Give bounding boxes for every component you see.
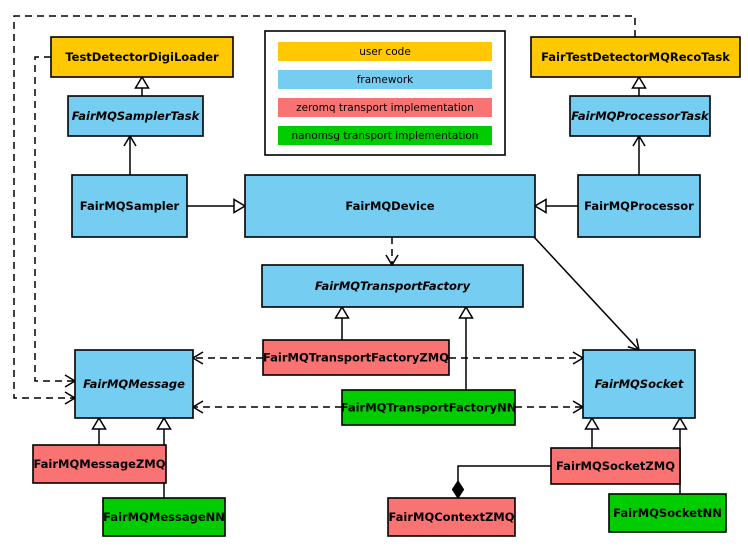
edge-line [533,236,639,350]
legend-label: user code [359,46,411,58]
node-layer: TestDetectorDigiLoader FairTestDetectorMQ… [32,36,741,537]
edge-line [13,15,636,399]
class-name-label: FairMQTransportFactory [315,279,471,293]
class-box[interactable] [67,95,204,137]
class-box[interactable] [550,447,681,485]
class-box[interactable] [341,389,516,426]
legend-swatch [278,42,492,61]
edge-socketzmq-contextzmq [451,465,551,500]
class-node-FairMQContextZMQ[interactable]: FairMQContextZMQ [387,497,516,537]
generalization-arrowhead-icon [672,416,688,430]
edge-digiloader-samplertask [134,75,150,96]
class-name-label: FairMQContextZMQ [388,510,514,524]
generalization-arrowhead-icon [233,198,247,214]
edge-factorynn-message [191,400,342,414]
generalization-arrowhead-icon [533,198,547,214]
legend-item-2: zeromq transport implementation [278,98,492,117]
class-box[interactable] [582,349,696,419]
class-node-FairMQProcessorTask[interactable]: FairMQProcessorTask [569,95,711,137]
class-box[interactable] [569,95,711,137]
class-box[interactable] [261,264,524,308]
class-name-label: FairMQMessageZMQ [33,457,165,471]
generalization-arrowhead-icon [631,75,647,89]
class-name-label: FairMQSocket [595,377,684,391]
edge-sampler-device [187,198,247,214]
class-name-label: FairMQDevice [345,199,434,213]
class-name-label: FairMQMessage [83,377,185,391]
edge-socketzmq-socket [584,416,600,448]
composition-diamond-icon [451,479,465,500]
class-name-label: FairMQSamplerTask [72,109,201,123]
class-name-label: TestDetectorDigiLoader [65,50,219,64]
class-box[interactable] [102,497,226,537]
class-name-label: FairMQTransportFactoryZMQ [263,351,449,365]
class-box[interactable] [608,493,727,533]
edge-processor-device [533,198,578,214]
class-name-label: FairMQProcessorTask [571,109,710,123]
edge-factorynn-transportfactory [458,305,474,390]
legend-swatch [278,70,492,89]
edge-factoryzmq-transportfactory [334,305,350,340]
class-box[interactable] [577,174,701,238]
class-name-label: FairMQMessageNN [103,510,225,524]
class-name-label: FairMQSocketZMQ [556,459,675,473]
class-node-FairMQMessage[interactable]: FairMQMessage [74,349,194,419]
class-name-label: FairMQTransportFactoryNN [341,401,517,415]
legend-item-1: framework [278,70,492,89]
class-node-FairMQSampler[interactable]: FairMQSampler [71,174,188,238]
class-node-TestDetectorDigiLoader[interactable]: TestDetectorDigiLoader [50,36,234,78]
edge-factorynn-socket [515,400,585,414]
class-node-FairMQSocketNN[interactable]: FairMQSocketNN [608,493,727,533]
class-box[interactable] [50,36,234,78]
class-node-FairMQMessageNN[interactable]: FairMQMessageNN [102,497,226,537]
legend-swatch [278,98,492,117]
legend-item-0: user code [278,42,492,61]
generalization-arrowhead-icon [584,416,600,430]
edge-device-socket [533,236,640,352]
edge-line [457,465,551,481]
class-node-FairMQProcessor[interactable]: FairMQProcessor [577,174,701,238]
class-name-label: FairMQSampler [80,199,180,213]
edge-device-transportfactory [385,237,399,267]
class-box[interactable] [387,497,516,537]
generalization-arrowhead-icon [458,305,474,319]
generalization-arrowhead-icon [134,75,150,89]
class-box[interactable] [530,36,741,78]
class-name-label: FairMQProcessor [584,199,694,213]
legend-item-3: nanomsg transport implementation [278,126,492,145]
class-node-FairMQSocketZMQ[interactable]: FairMQSocketZMQ [550,447,681,485]
class-box[interactable] [71,174,188,238]
legend-label: zeromq transport implementation [296,102,474,114]
class-box[interactable] [74,349,194,419]
class-name-label: FairTestDetectorMQRecoTask [541,50,730,64]
edge-factoryzmq-message [191,351,263,365]
class-node-FairMQSamplerTask[interactable]: FairMQSamplerTask [67,95,204,137]
edge-sampler-samplertask [123,134,137,175]
edge-factoryzmq-socket [449,351,585,365]
class-node-FairTestDetectorMQRecoTask[interactable]: FairTestDetectorMQRecoTask [530,36,741,78]
edge-recotask-processortask [631,75,647,96]
legend-layer: user code framework zeromq transport imple… [264,30,506,156]
edge-messagezmq-message [91,416,107,445]
class-node-FairMQMessageZMQ[interactable]: FairMQMessageZMQ [32,444,167,484]
class-node-FairMQDevice[interactable]: FairMQDevice [244,174,536,238]
edge-processor-processortask [632,134,646,175]
class-name-label: FairMQSocketNN [613,506,722,520]
legend-label: nanomsg transport implementation [292,130,479,142]
class-box[interactable] [32,444,167,484]
generalization-arrowhead-icon [156,416,172,430]
class-node-FairMQTransportFactoryNN[interactable]: FairMQTransportFactoryNN [341,389,517,426]
class-box[interactable] [262,339,450,376]
class-node-FairMQTransportFactory[interactable]: FairMQTransportFactory [261,264,524,308]
generalization-arrowhead-icon [334,305,350,319]
legend-label: framework [357,74,414,86]
legend-swatch [278,126,492,145]
generalization-arrowhead-icon [91,416,107,430]
class-node-FairMQSocket[interactable]: FairMQSocket [582,349,696,419]
class-node-FairMQTransportFactoryZMQ[interactable]: FairMQTransportFactoryZMQ [262,339,450,376]
class-box[interactable] [244,174,536,238]
